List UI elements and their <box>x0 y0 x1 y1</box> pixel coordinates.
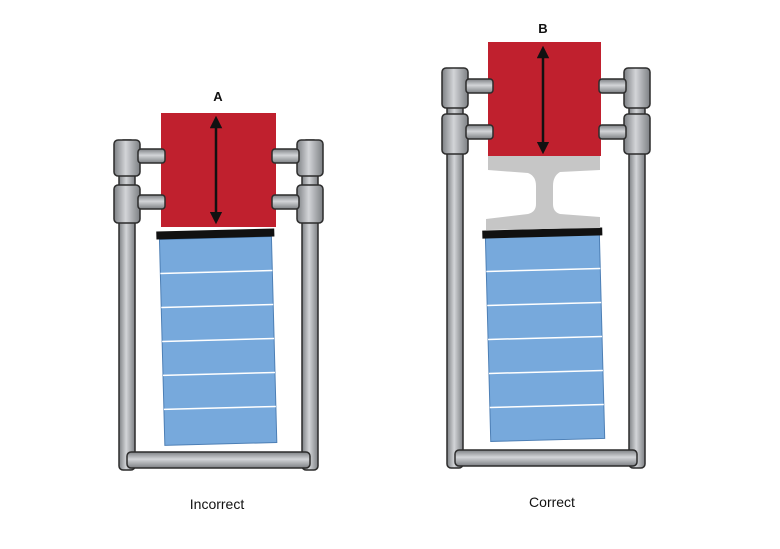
clamp-pin <box>271 148 300 164</box>
cell-stack <box>156 228 278 446</box>
marker-label-a: A <box>213 89 223 104</box>
marker-label-b: B <box>538 21 547 36</box>
clamp-block <box>441 113 469 155</box>
clamp-block <box>113 139 141 177</box>
press-block <box>161 113 276 227</box>
correct-diagram: B Correct <box>441 21 651 510</box>
cell-stack <box>482 227 606 442</box>
pressure-plate <box>482 227 603 239</box>
incorrect-diagram: A Incorrect <box>113 89 324 512</box>
clamp-pin <box>137 148 166 164</box>
press-block <box>488 42 601 156</box>
clamp-pin <box>598 78 627 94</box>
clamp-block <box>441 67 469 109</box>
clamp-pin <box>271 194 300 210</box>
pressure-plate <box>156 228 275 240</box>
clamp-block <box>113 184 141 224</box>
clamp-block <box>623 113 651 155</box>
clamp-block <box>623 67 651 109</box>
clamp-pin <box>137 194 166 210</box>
bottom-bar <box>454 449 638 467</box>
clamp-pin <box>465 124 494 140</box>
clamp-block <box>296 184 324 224</box>
spacer-block <box>486 156 600 230</box>
caption-incorrect: Incorrect <box>190 496 245 512</box>
bottom-bar <box>126 451 311 469</box>
clamp-pin <box>465 78 494 94</box>
clamp-pin <box>598 124 627 140</box>
caption-correct: Correct <box>529 494 575 510</box>
clamp-block <box>296 139 324 177</box>
